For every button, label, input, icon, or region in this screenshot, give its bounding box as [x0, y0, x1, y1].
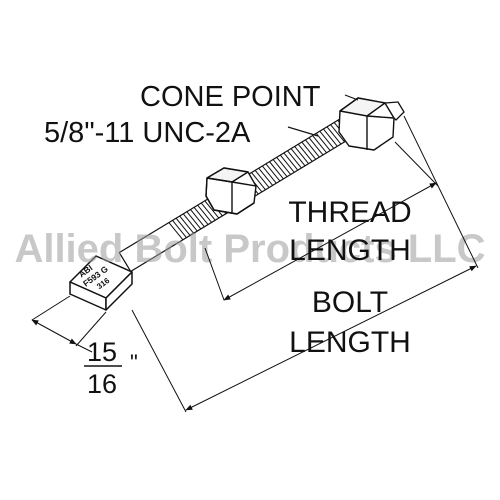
thread-ridge	[290, 148, 306, 167]
thread-ridge	[200, 202, 216, 221]
thread-ridge	[179, 215, 195, 234]
thread-ridge	[323, 128, 338, 147]
leader-lines	[287, 94, 359, 137]
thread-ridge	[319, 130, 335, 149]
hex-nut-top	[338, 97, 395, 151]
head-width-denominator: 16	[87, 369, 117, 399]
thread-ridge	[175, 217, 191, 236]
thread-ridge	[190, 209, 205, 228]
label-thread-length-2: LENGTH	[289, 234, 411, 267]
thread-ridge	[301, 141, 317, 160]
thread-ridge	[204, 200, 220, 219]
head-width-numerator: 15	[87, 337, 117, 367]
thread-ridge	[330, 124, 345, 143]
thread-ridge	[305, 139, 320, 158]
hex-nut-middle	[205, 167, 257, 215]
thread-ridge	[197, 204, 213, 223]
thread-ridge	[315, 133, 331, 151]
thread-ridge	[269, 161, 284, 180]
head-width-dimension	[31, 295, 107, 353]
thread-ridge	[258, 167, 274, 186]
label-bolt-length-2: LENGTH	[289, 326, 411, 359]
label-bolt-length-1: BOLT	[312, 286, 388, 319]
thread-ridge	[261, 165, 277, 184]
thread-ridge	[168, 222, 184, 241]
label-cone-point: CONE POINT	[140, 81, 321, 113]
thread-ridge	[172, 220, 187, 238]
thread-ridge	[308, 137, 324, 156]
thread-ridge	[279, 154, 295, 173]
thread-ridge	[312, 135, 327, 154]
label-head-width: 15 16 "	[84, 337, 138, 399]
thread-ridge	[182, 213, 198, 232]
bolt-length-dimension	[131, 115, 479, 413]
thread-ridge	[276, 156, 292, 175]
watermark: Allied Bolt Products LLC	[14, 227, 485, 271]
label-thread-length-1: THREAD	[288, 196, 411, 229]
thread-ridge	[294, 146, 310, 164]
bolt-head	[69, 255, 133, 311]
thread-ridge	[265, 163, 281, 182]
cone-point-tip	[383, 101, 405, 121]
label-thread-spec: 5/8"-11 UNC-2A	[44, 117, 251, 149]
thread-ridge	[186, 211, 202, 230]
thread-ridge	[297, 143, 313, 162]
inch-mark: "	[130, 350, 138, 375]
thread-ridge	[272, 159, 288, 178]
thread-ridge	[326, 126, 342, 145]
thread-ridge	[193, 207, 209, 225]
thread-ridge	[283, 152, 299, 171]
thread-ridge	[287, 150, 302, 169]
